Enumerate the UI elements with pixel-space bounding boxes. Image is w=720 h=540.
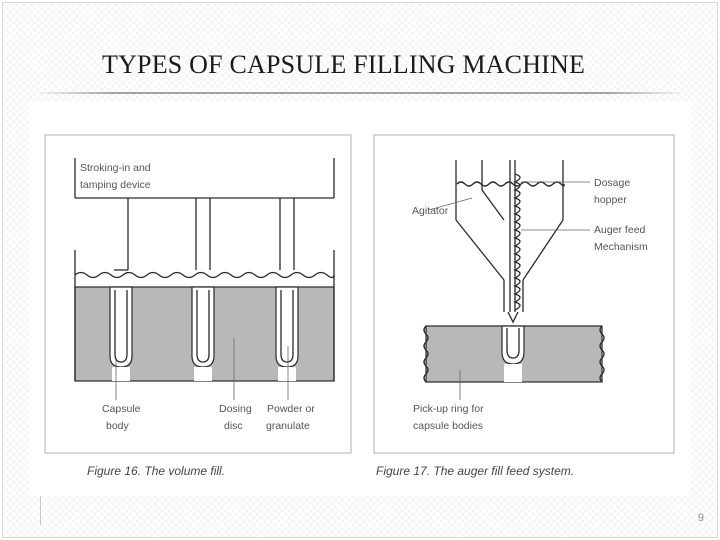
page-number: 9	[697, 512, 704, 524]
label-pickup-line2: capsule bodies	[413, 420, 483, 432]
title-underline	[34, 92, 686, 94]
label-auger-line2: Mechanism	[594, 241, 648, 253]
label-dosing-line2: disc	[224, 420, 243, 432]
volume-fill-figure	[74, 158, 335, 400]
label-agitator: Agitator	[412, 205, 449, 217]
auger-fill-figure	[423, 160, 605, 400]
capsule-body-2	[191, 286, 215, 368]
capsule-body-1	[109, 286, 133, 368]
label-hopper-line2: hopper	[594, 194, 627, 206]
label-hopper-line1: Dosage	[594, 177, 630, 189]
capsule-filling-diagram: .ln { stroke:#2a2a2a; stroke-width:1.3; …	[44, 134, 675, 478]
caption-figure-16: Figure 16. The volume fill.	[87, 464, 225, 478]
label-capsule-line1: Capsule	[102, 403, 141, 415]
label-capsule-line2: body	[106, 420, 130, 432]
label-powder-line2: granulate	[266, 420, 310, 432]
slide-title: TYPES OF CAPSULE FILLING MACHINE	[102, 50, 586, 79]
label-powder-line1: Powder or	[267, 403, 315, 415]
label-stroking-line2: tamping device	[80, 179, 151, 191]
label-pickup-line1: Pick-up ring for	[413, 403, 484, 415]
label-stroking-line1: Stroking-in and	[80, 162, 151, 174]
capsule-body-3	[275, 286, 299, 368]
label-dosing-line1: Dosing	[219, 403, 252, 415]
figure-panel: .ln { stroke:#2a2a2a; stroke-width:1.3; …	[30, 102, 690, 496]
caption-figure-17: Figure 17. The auger fill feed system.	[376, 464, 574, 478]
right-panel-frame	[373, 134, 675, 454]
label-auger-line1: Auger feed	[594, 224, 646, 236]
left-panel-frame	[44, 134, 352, 454]
